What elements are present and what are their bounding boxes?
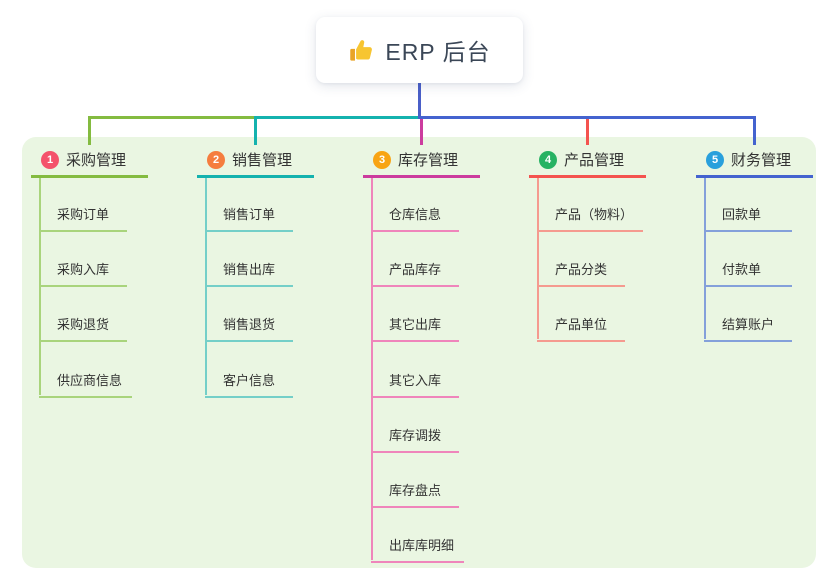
child-node[interactable]: 产品（物料） [537, 200, 644, 232]
bus-line-purchase [88, 116, 257, 119]
child-node[interactable]: 采购入库 [39, 255, 127, 287]
branch-drop-line [420, 119, 423, 145]
branch-title-label: 采购管理 [66, 152, 127, 169]
child-node[interactable]: 付款单 [704, 255, 792, 287]
child-node-label: 其它出库 [371, 310, 459, 342]
branch-drop-line [254, 116, 257, 145]
root-node[interactable]: ERP 后台 [316, 17, 523, 83]
child-node[interactable]: 库存盘点 [371, 476, 459, 508]
branch-number-badge: 2 [207, 150, 225, 169]
child-node[interactable]: 客户信息 [205, 366, 293, 398]
branch-spine-line [371, 178, 373, 560]
branch-number-badge: 4 [539, 150, 557, 169]
branch-drop-line [753, 116, 756, 145]
child-node-label: 仓库信息 [371, 200, 459, 232]
child-node-label: 产品（物料） [537, 200, 644, 232]
child-node[interactable]: 仓库信息 [371, 200, 459, 232]
bus-line-finance [418, 116, 756, 119]
root-title: ERP 后台 [385, 39, 491, 65]
branch-node-2[interactable]: 2 销售管理 [197, 144, 314, 178]
child-node[interactable]: 销售订单 [205, 200, 293, 232]
branch-spine-line [704, 178, 706, 339]
child-node-label: 结算账户 [704, 310, 792, 342]
branch-number-badge: 1 [41, 150, 59, 169]
child-node[interactable]: 采购订单 [39, 200, 127, 232]
child-node-label: 回款单 [704, 200, 792, 232]
child-node[interactable]: 回款单 [704, 200, 792, 232]
branch-title-label: 产品管理 [564, 152, 625, 169]
child-node-label: 产品分类 [537, 255, 625, 287]
branch-node-5[interactable]: 5 财务管理 [696, 144, 813, 178]
child-node-label: 库存盘点 [371, 476, 459, 508]
branch-spine-line [537, 178, 539, 339]
branch-node-4[interactable]: 4 产品管理 [529, 144, 646, 178]
branches-panel [22, 137, 816, 568]
child-node[interactable]: 产品分类 [537, 255, 625, 287]
branch-number-badge: 5 [706, 150, 724, 169]
bus-line-sales [254, 116, 424, 119]
child-node[interactable]: 其它出库 [371, 310, 459, 342]
child-node-label: 其它入库 [371, 366, 459, 398]
child-node-label: 供应商信息 [39, 366, 133, 398]
branch-drop-line [88, 116, 91, 145]
branch-node-1[interactable]: 1 采购管理 [31, 144, 148, 178]
child-node[interactable]: 库存调拨 [371, 421, 459, 453]
branch-number-badge: 3 [373, 150, 391, 169]
child-node-label: 销售出库 [205, 255, 293, 287]
child-node-label: 客户信息 [205, 366, 293, 398]
child-node[interactable]: 其它入库 [371, 366, 459, 398]
branch-title-label: 库存管理 [398, 152, 459, 169]
child-node[interactable]: 产品单位 [537, 310, 625, 342]
child-node[interactable]: 供应商信息 [39, 366, 133, 398]
child-node[interactable]: 产品库存 [371, 255, 459, 287]
child-node-label: 出库库明细 [371, 531, 465, 563]
child-node[interactable]: 出库库明细 [371, 531, 465, 563]
child-node[interactable]: 销售退货 [205, 310, 293, 342]
child-node-label: 产品库存 [371, 255, 459, 287]
child-node-label: 销售退货 [205, 310, 293, 342]
branch-title-label: 财务管理 [731, 152, 792, 169]
child-node-label: 采购订单 [39, 200, 127, 232]
child-node[interactable]: 结算账户 [704, 310, 792, 342]
child-node-label: 库存调拨 [371, 421, 459, 453]
child-node-label: 付款单 [704, 255, 792, 287]
child-node-label: 销售订单 [205, 200, 293, 232]
branch-drop-line [586, 119, 589, 145]
thumbs-up-icon [348, 37, 375, 64]
child-node-label: 采购退货 [39, 310, 127, 342]
child-node[interactable]: 销售出库 [205, 255, 293, 287]
branch-title-label: 销售管理 [232, 152, 293, 169]
root-connector-line [418, 83, 421, 119]
child-node-label: 采购入库 [39, 255, 127, 287]
branch-node-3[interactable]: 3 库存管理 [363, 144, 480, 178]
child-node-label: 产品单位 [537, 310, 625, 342]
child-node[interactable]: 采购退货 [39, 310, 127, 342]
